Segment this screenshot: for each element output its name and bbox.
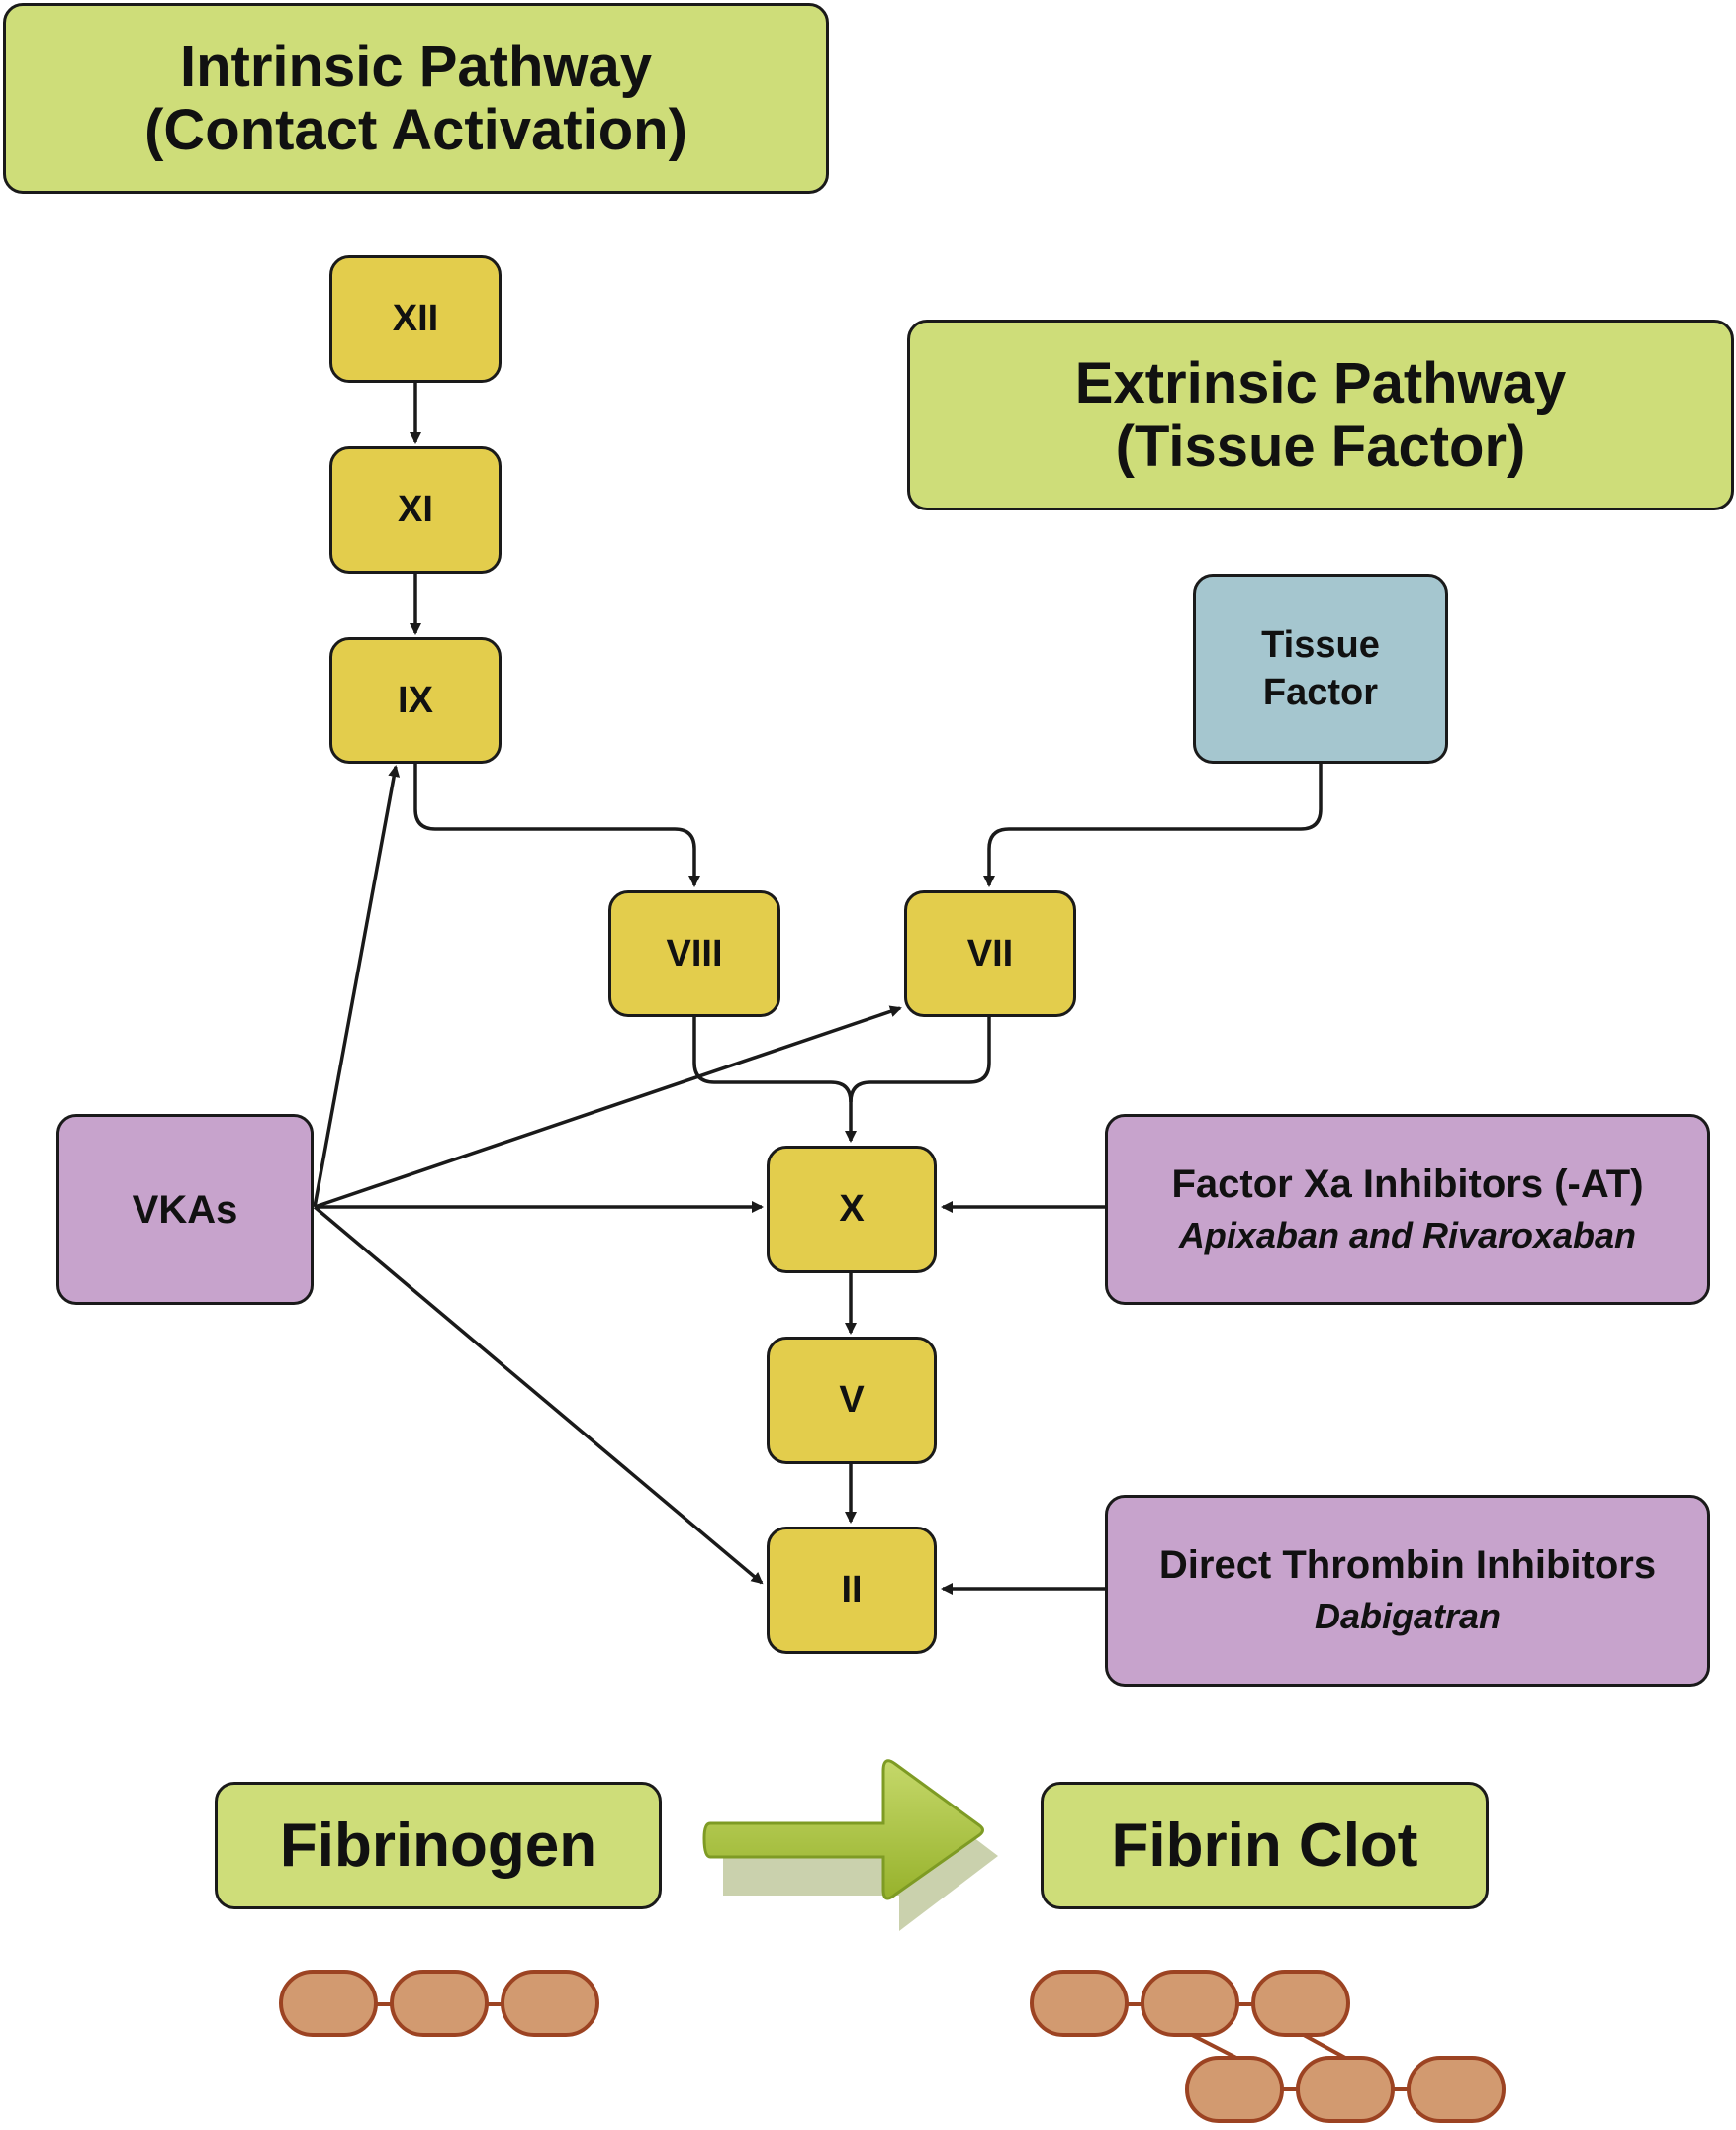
factor-viii-label: VIII <box>666 932 723 974</box>
factor-v-node: V <box>767 1337 937 1464</box>
arrow-vkas-to-vii <box>314 1005 902 1209</box>
arrow-vkas-to-ix <box>313 765 401 1208</box>
extrinsic-pathway-header: Extrinsic Pathway (Tissue Factor) <box>907 320 1734 510</box>
vkas-node: VKAs <box>56 1114 314 1305</box>
factor-vii-node: VII <box>904 890 1076 1017</box>
intrinsic-subtitle: (Contact Activation) <box>144 97 687 162</box>
arrow-tissue-factor-to-vii <box>983 764 1323 887</box>
arrow-vii-to-x <box>845 1017 991 1143</box>
line-viii-to-x <box>692 1017 853 1103</box>
factor-ii-label: II <box>841 1569 863 1611</box>
tissue-factor-line2: Factor <box>1262 672 1379 713</box>
green-right-arrow-icon <box>702 1759 998 1931</box>
factor-xi-label: XI <box>398 489 433 530</box>
extrinsic-title: Extrinsic Pathway <box>1074 350 1567 416</box>
intrinsic-title: Intrinsic Pathway <box>179 34 653 99</box>
direct-thrombin-inhibitors-node: Direct Thrombin Inhibitors Dabigatran <box>1105 1495 1710 1687</box>
factor-ii-node: II <box>767 1527 937 1654</box>
factor-vii-label: VII <box>966 932 1014 974</box>
factor-viii-node: VIII <box>608 890 780 1017</box>
fibrinogen-chain-icon <box>279 1970 599 2037</box>
factor-xa-inhibitors-examples: Apixaban and Rivaroxaban <box>1178 1214 1637 1255</box>
fibrin-clot-node: Fibrin Clot <box>1041 1782 1489 1909</box>
factor-xa-inhibitors-node: Factor Xa Inhibitors (-AT) Apixaban and … <box>1105 1114 1710 1305</box>
factor-ix-node: IX <box>329 637 502 764</box>
fibrin-crosslinked-chain-icon <box>1030 1970 1506 2123</box>
factor-ix-label: IX <box>398 679 433 721</box>
factor-xii-label: XII <box>392 298 439 339</box>
arrow-ix-to-viii <box>413 764 700 887</box>
tissue-factor-line1: Tissue <box>1261 624 1380 666</box>
factor-xii-node: XII <box>329 255 502 383</box>
fibrinogen-node: Fibrinogen <box>215 1782 662 1909</box>
vkas-label: VKAs <box>132 1187 238 1232</box>
extrinsic-subtitle: (Tissue Factor) <box>1115 414 1526 479</box>
factor-v-label: V <box>839 1379 865 1421</box>
fibrin-clot-label: Fibrin Clot <box>1111 1811 1418 1880</box>
direct-thrombin-inhibitors-examples: Dabigatran <box>1314 1596 1502 1636</box>
factor-xi-node: XI <box>329 446 502 574</box>
fibrinogen-label: Fibrinogen <box>279 1811 597 1880</box>
factor-x-node: X <box>767 1146 937 1273</box>
tissue-factor-node: Tissue Factor <box>1193 574 1448 764</box>
intrinsic-pathway-header: Intrinsic Pathway (Contact Activation) <box>3 3 829 194</box>
arrow-vkas-to-ii <box>313 1205 764 1585</box>
factor-x-label: X <box>839 1188 865 1230</box>
direct-thrombin-inhibitors-title: Direct Thrombin Inhibitors <box>1158 1543 1657 1587</box>
factor-xa-inhibitors-title: Factor Xa Inhibitors (-AT) <box>1171 1161 1644 1206</box>
